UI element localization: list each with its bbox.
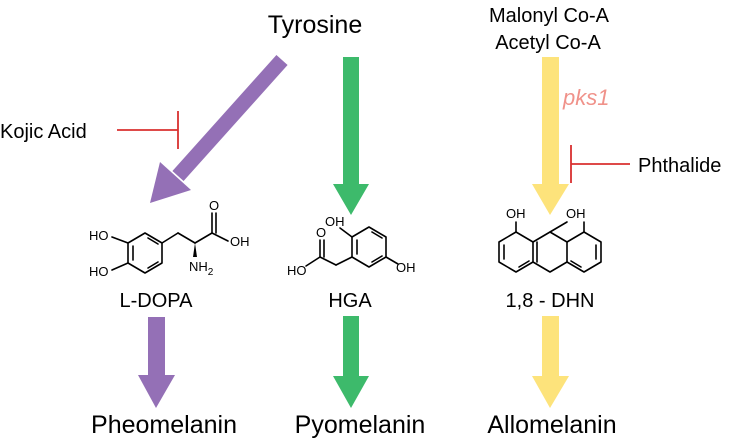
ldopa-oh: OH [230, 234, 250, 249]
pheomelanin-path-arrows [138, 54, 288, 408]
ldopa-nh2: NH2 [189, 259, 214, 278]
malonyl-to-dhn-shaft [542, 57, 559, 185]
ldopa-structure: HO HO O OH NH2 [89, 198, 250, 279]
ldopa-label: L-DOPA [120, 290, 194, 312]
hga-to-pyomelanin-shaft [343, 316, 359, 378]
acetyl-coa-label: Acetyl Co-A [495, 32, 601, 54]
tyrosine-to-hga-arrowhead [333, 184, 369, 215]
hga-label: HGA [328, 290, 372, 312]
ldopa-carbonyl-o: O [209, 198, 219, 213]
phthalide-inhibition [570, 145, 630, 183]
dhn-oh-left: OH [506, 206, 526, 221]
pyomelanin-label: Pyomelanin [295, 411, 426, 439]
pheomelanin-label: Pheomelanin [91, 411, 237, 439]
phthalide-label: Phthalide [638, 155, 721, 177]
ldopa-ho-bottom: HO [89, 264, 109, 279]
hga-to-pyomelanin-arrowhead [333, 376, 369, 408]
tyrosine-to-ldopa-arrow [172, 54, 288, 182]
dhn-label: 1,8 - DHN [506, 290, 595, 312]
ldopa-to-pheomelanin-shaft [148, 317, 165, 377]
dhn-structure: OH OH [498, 206, 602, 273]
dhn-to-allomelanin-arrowhead [532, 376, 569, 408]
pyomelanin-path-arrows [333, 57, 369, 408]
ldopa-ho-top: HO [89, 228, 109, 243]
hga-ho-acid: HO [287, 263, 307, 278]
malonyl-coa-label: Malonyl Co-A [489, 5, 610, 27]
dhn-to-allomelanin-shaft [542, 316, 559, 378]
hga-carbonyl-o: O [316, 225, 326, 240]
tyrosine-to-ldopa-arrowhead [150, 162, 191, 203]
pks1-enzyme-label: pks1 [562, 85, 609, 110]
tyrosine-label: Tyrosine [268, 11, 362, 39]
allomelanin-path-arrows [532, 57, 569, 408]
allomelanin-label: Allomelanin [487, 411, 616, 439]
malonyl-to-dhn-arrowhead [532, 184, 569, 215]
kojic-acid-inhibition [117, 111, 179, 149]
tyrosine-to-hga-shaft [343, 57, 359, 185]
hga-oh-top: OH [325, 214, 345, 229]
hga-structure: OH O HO OH [287, 214, 416, 278]
ldopa-to-pheomelanin-arrowhead [138, 375, 175, 408]
dhn-oh-right: OH [566, 206, 586, 221]
kojic-acid-label: Kojic Acid [0, 121, 87, 143]
hga-oh-ring: OH [396, 260, 416, 275]
